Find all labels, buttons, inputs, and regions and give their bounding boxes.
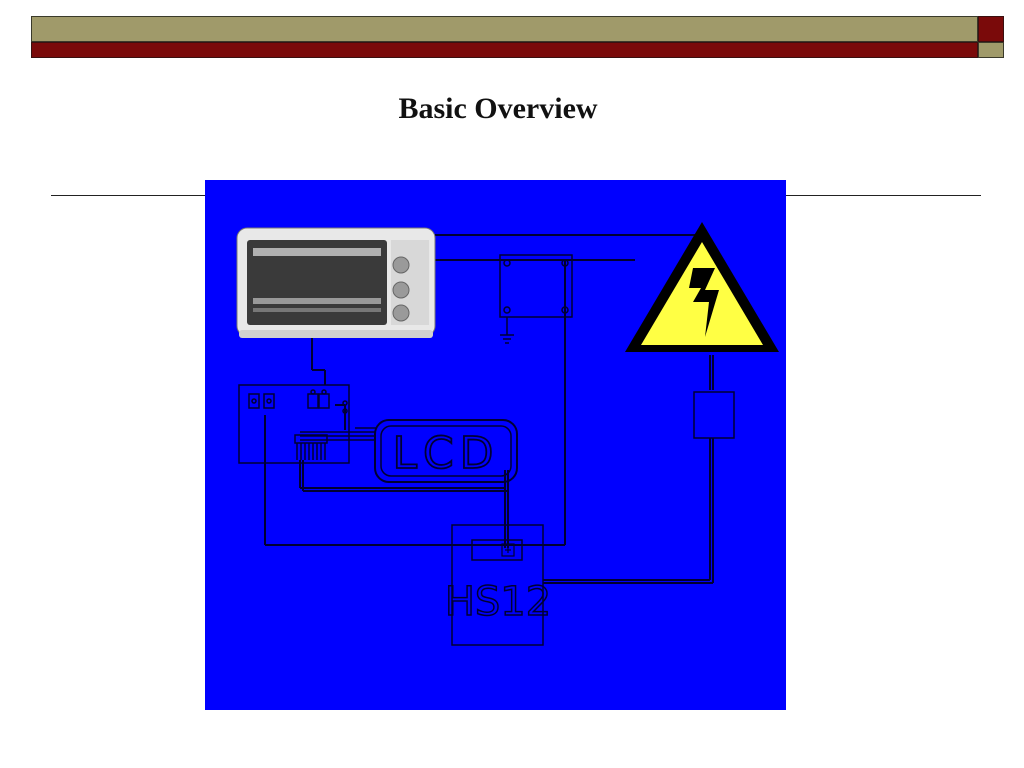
control-board [238, 384, 350, 464]
lcd-label: LCD [392, 428, 499, 479]
ground-symbol-icon [500, 334, 514, 344]
header-corner-olive [978, 42, 1004, 58]
header-olive-bar [31, 16, 978, 42]
header-corner-maroon [978, 16, 1004, 42]
hs12-controller: HS12 [444, 524, 552, 646]
slide-title: Basic Overview [398, 92, 598, 125]
relay-box [499, 254, 573, 335]
controller-label: HS12 [445, 579, 551, 625]
overview-diagram: LCD HS12 [205, 180, 786, 710]
high-voltage-warning-icon [625, 222, 779, 352]
header-maroon-bar [31, 42, 978, 58]
toaster-oven [236, 227, 436, 338]
lcd-cable [300, 427, 377, 441]
lcd-module: LCD [374, 419, 518, 483]
power-box [693, 391, 735, 439]
wires [264, 234, 714, 584]
